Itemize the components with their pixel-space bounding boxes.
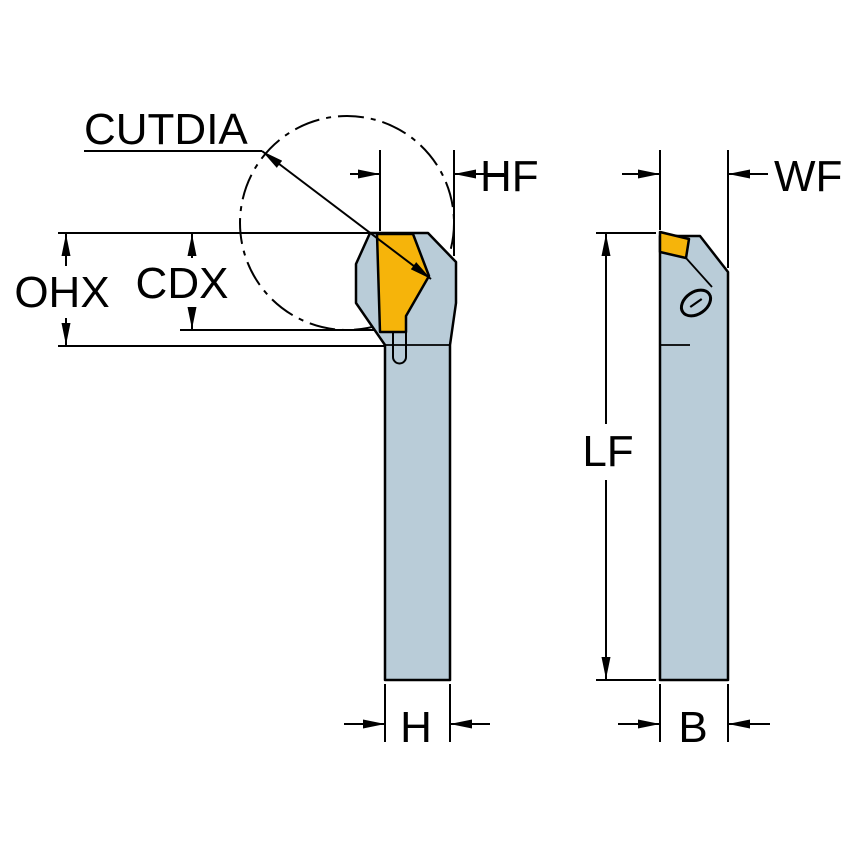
front-insert-slot [392, 332, 407, 365]
cdx-label: CDX [136, 259, 229, 308]
dimension-labels: CUTDIA HF WF OHX CDX LF H B [14, 105, 842, 752]
hf-label: HF [480, 152, 539, 201]
cutdia-diameter-arrow [261, 150, 432, 280]
dimensions [58, 150, 770, 742]
lf-label: LF [582, 427, 633, 476]
side-pocket-line [685, 257, 713, 288]
screw-slot [689, 298, 703, 308]
clamp-screw [679, 288, 713, 318]
front-view [239, 115, 458, 682]
h-label: H [400, 703, 432, 752]
side-view [658, 230, 730, 682]
b-label: B [678, 703, 707, 752]
screw-head-outline [679, 288, 713, 318]
wf-label: WF [774, 152, 842, 201]
ohx-label: OHX [14, 268, 109, 317]
side-view-body [658, 234, 730, 682]
cutdia-label: CUTDIA [84, 105, 248, 154]
